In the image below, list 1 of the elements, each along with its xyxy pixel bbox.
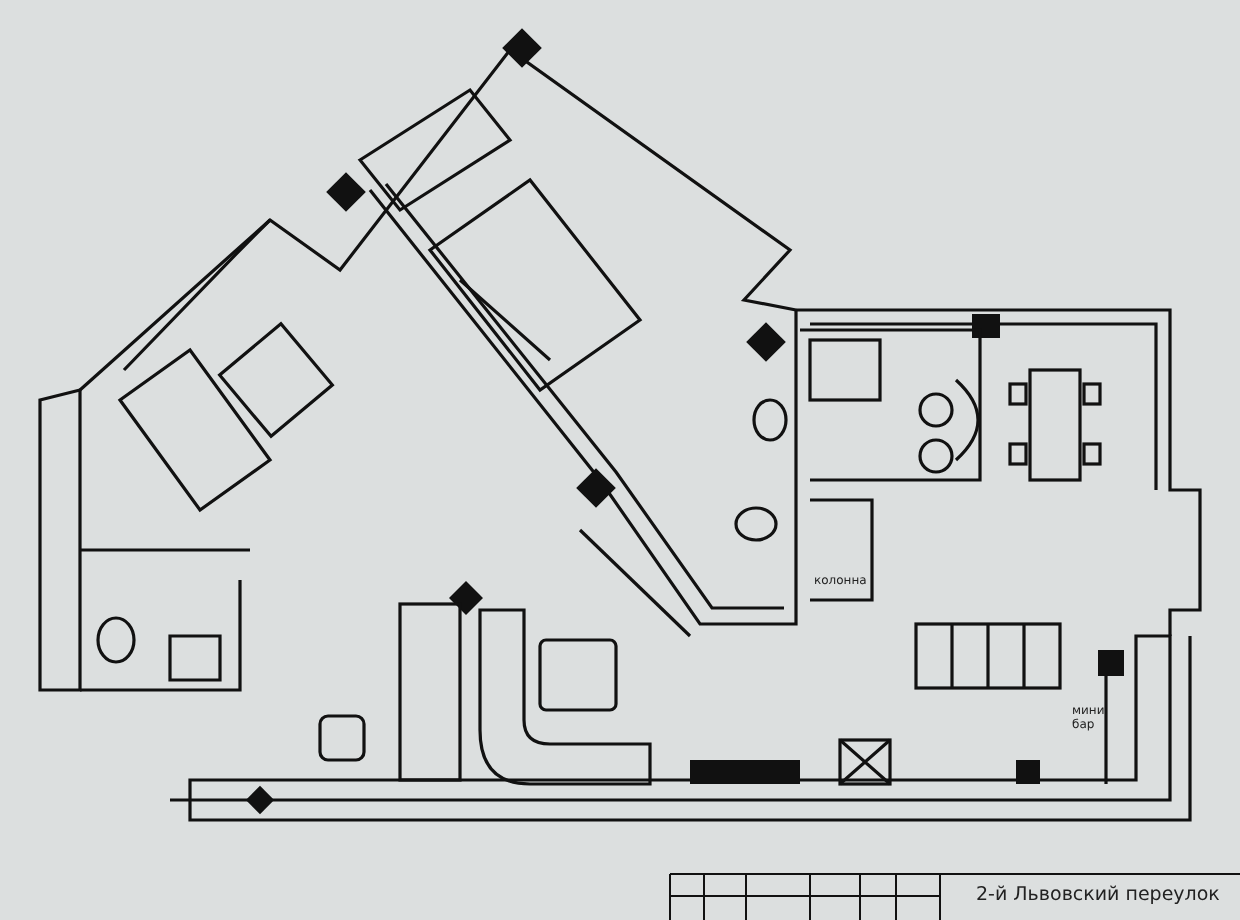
street-name: 2-й Львовский переулок	[976, 884, 1220, 906]
